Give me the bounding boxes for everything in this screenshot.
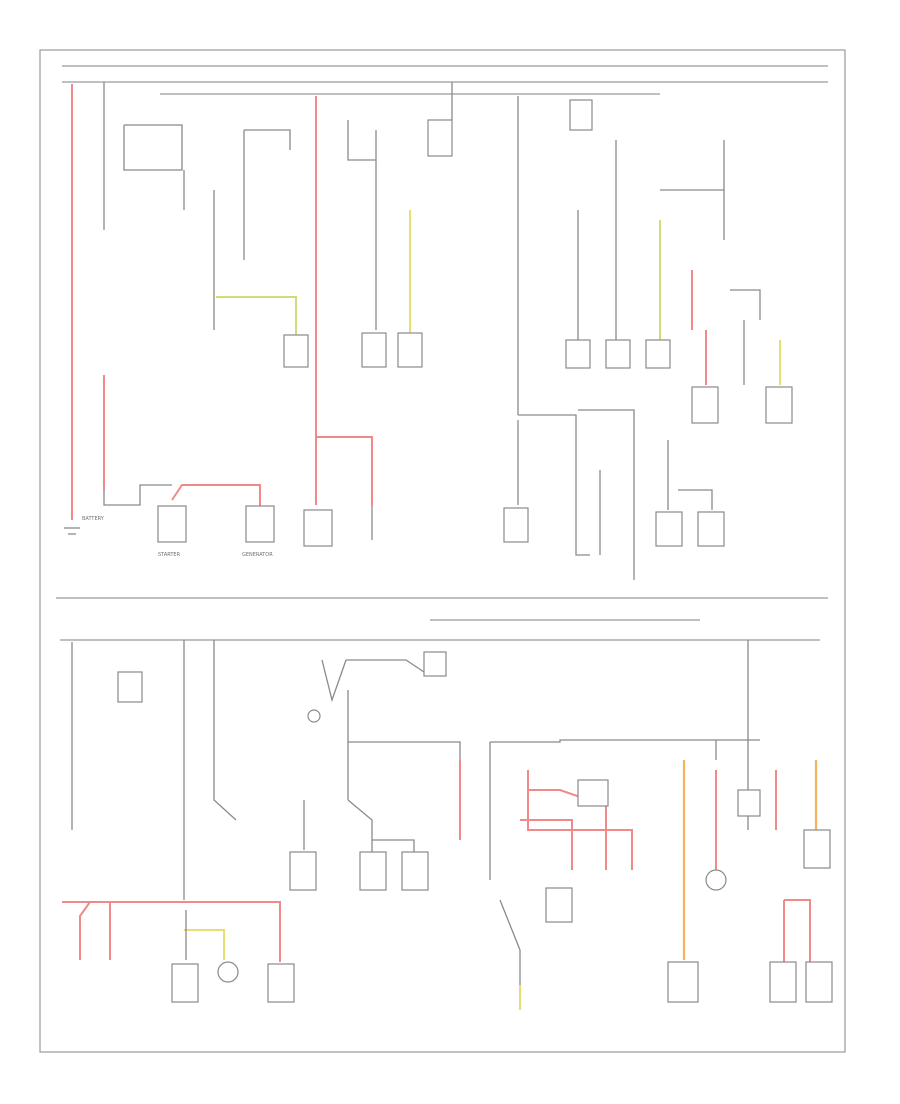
module-box-4 [565, 339, 591, 369]
wire-branch-7 [348, 741, 461, 760]
module-box-top [427, 119, 453, 157]
red-wire-3 [316, 436, 373, 505]
ignition-switch-outline [123, 124, 183, 171]
module-box-9 [655, 511, 683, 547]
bottom-section [60, 619, 833, 1010]
motor-symbol-2 [705, 869, 727, 891]
wire-branch-2 [578, 409, 635, 580]
switch-lead-1 [346, 659, 425, 673]
wire-branch-1 [518, 414, 577, 440]
module-box-7 [691, 386, 719, 424]
battery-label: BATTERY [82, 516, 105, 522]
module-box-18 [577, 779, 609, 807]
module-box-1 [361, 332, 387, 368]
module-box-21 [803, 829, 831, 869]
starter-feed [103, 484, 172, 506]
green-wire-1 [216, 296, 297, 335]
module-box-16 [359, 851, 387, 891]
wire-branch-5 [730, 289, 761, 320]
generator-box [245, 505, 275, 543]
top-section: BATTERY STARTER GENERATOR [62, 65, 828, 580]
starter-label: STARTER [158, 552, 181, 558]
module-box-23 [769, 961, 797, 1003]
wire-branch-8 [347, 799, 415, 852]
switch-outline [347, 120, 377, 161]
wire-branch-9 [490, 739, 760, 743]
module-box-14 [423, 651, 447, 677]
module-box-24 [805, 961, 833, 1003]
yellow-wire-3 [184, 929, 225, 960]
module-box-5 [605, 339, 631, 369]
motor-symbol-1 [217, 961, 239, 983]
module-box-6 [645, 339, 671, 369]
starter-box [157, 505, 187, 543]
module-box-19 [545, 887, 573, 923]
module-box-8 [765, 386, 793, 424]
red-wire-16 [784, 899, 811, 962]
wire-branch-6 [678, 489, 713, 510]
wire-drop-14 [213, 640, 237, 821]
red-wire-13 [520, 819, 573, 870]
module-box-17 [401, 851, 429, 891]
wire-branch-3 [575, 440, 590, 556]
red-wire-11 [527, 770, 633, 870]
red-wire-6 [171, 484, 261, 508]
module-box-11 [117, 671, 143, 703]
module-box-13 [267, 963, 295, 1003]
wire-branch-4 [660, 189, 725, 240]
module-box-3 [503, 507, 529, 543]
relay-wire-3 [244, 129, 291, 150]
module-box-10 [697, 511, 725, 547]
module-box-2 [397, 332, 423, 368]
relay-box-2 [303, 509, 333, 547]
generator-label: GENERATOR [242, 552, 273, 558]
module-box-15 [289, 851, 317, 891]
red-wire-7 [62, 901, 281, 962]
module-box-12 [171, 963, 199, 1003]
switch-contact-2 [499, 899, 521, 1000]
red-wire-8 [79, 901, 91, 960]
lamp-symbol-1 [307, 709, 321, 723]
relay-box-1 [283, 334, 309, 368]
diagram-frame [39, 49, 846, 1053]
module-box-top-2 [569, 99, 593, 131]
switch-contact-1 [321, 659, 347, 703]
module-box-20 [667, 961, 699, 1003]
module-box-22 [737, 789, 761, 817]
